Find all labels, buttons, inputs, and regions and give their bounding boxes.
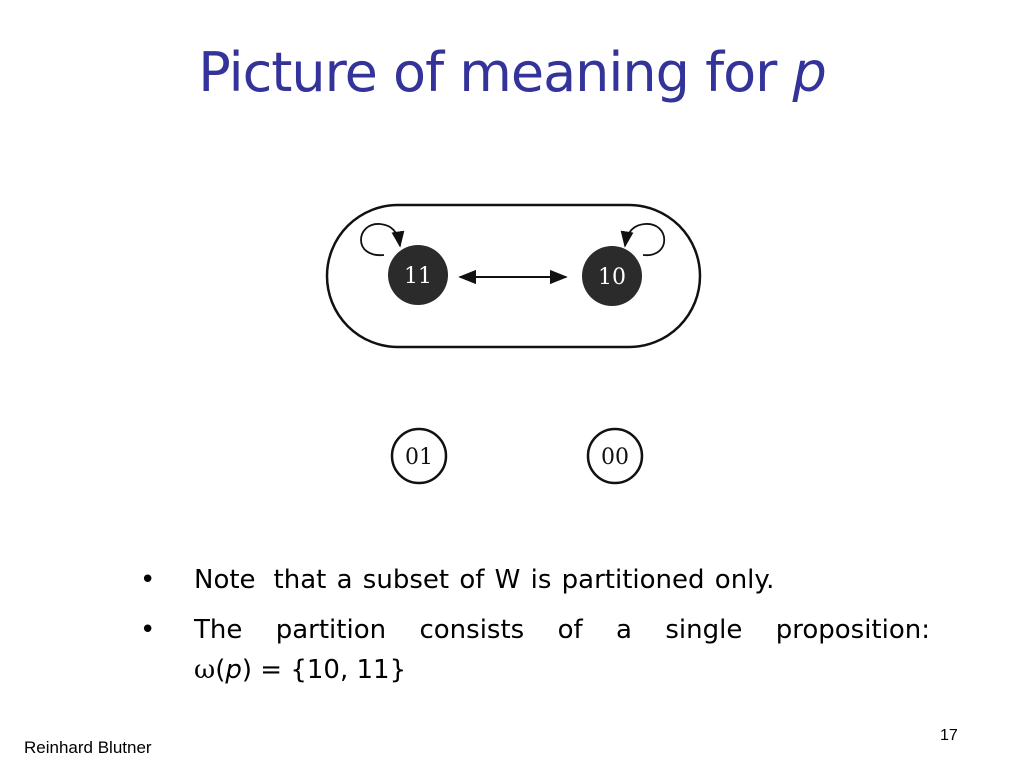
page-number: 17 xyxy=(940,727,958,744)
bullet-marker: • xyxy=(140,615,156,645)
partition-cell-outline xyxy=(325,203,702,349)
formula-open-paren: ( xyxy=(215,655,226,685)
bullet-item-1: • Note that a subset of W is partitioned o… xyxy=(140,560,930,600)
node-10: 10 xyxy=(582,246,642,306)
node-label-10: 10 xyxy=(598,265,626,290)
formula-rest: ) = {10, 11} xyxy=(241,655,407,685)
self-loop-arrow-10 xyxy=(620,223,666,256)
node-01: 01 xyxy=(390,427,448,485)
bullet-marker: • xyxy=(140,565,156,595)
node-00: 00 xyxy=(586,427,644,485)
formula-variable: p xyxy=(225,655,242,685)
node-label-00: 00 xyxy=(601,445,629,470)
omega-symbol: ω xyxy=(194,655,216,685)
slide-title-text: Picture of meaning for xyxy=(198,41,777,104)
slide-title-variable: p xyxy=(792,41,827,104)
bullet-item-2: • The partition consists of a single pro… xyxy=(140,610,930,690)
bullet-1-first-word: Note xyxy=(194,565,256,595)
node-11: 11 xyxy=(388,245,448,305)
slide-title: Picture of meaning for p xyxy=(0,38,1024,108)
self-loop-arrow-11 xyxy=(360,223,405,256)
footer-author: Reinhard Blutner xyxy=(24,738,152,757)
node-label-11: 11 xyxy=(404,264,432,289)
bullet-2-formula: ω(p) = {10, 11} xyxy=(194,650,930,690)
bullet-1-text: that a subset of W is partitioned only. xyxy=(273,565,775,595)
bullet-list: • Note that a subset of W is partitioned o… xyxy=(140,560,930,700)
bullet-2-line-1: The partition consists of a single propo… xyxy=(194,615,930,645)
node-label-01: 01 xyxy=(405,445,433,470)
